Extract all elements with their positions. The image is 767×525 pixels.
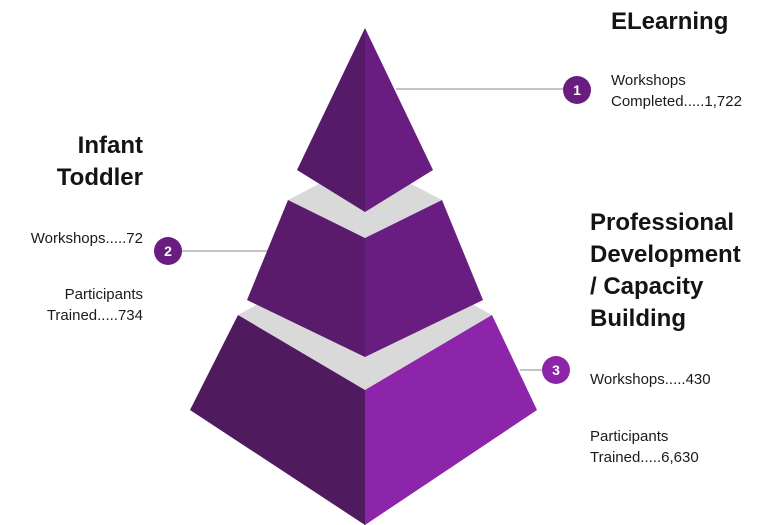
pyramid-tier-1 [297,28,433,212]
level-1-badge: 1 [563,76,591,104]
level-3-badge: 3 [542,356,570,384]
tier-1-right-face [365,28,433,212]
level-2-title: Infant Toddler [57,130,143,194]
stat-line: Participants [64,286,143,303]
stat-line: Participants [590,428,669,445]
level-3-title-line: Professional [590,209,735,236]
level-3-title-line: / Capacity [590,273,704,300]
level-1-title-line: ELearning [611,8,729,35]
stat-line: Completed.....1,722 [611,93,742,110]
level-3-stat-participants: Participants Trained.....6,630 [590,426,699,468]
stat-line: Workshops.....72 [30,230,143,247]
level-2-stat-workshops: Workshops.....72 [31,228,143,249]
stat-line: Workshops.....430 [590,371,711,388]
tier-2-left-face [247,200,365,357]
stat-line: Workshops [611,72,686,89]
level-3-title-line: Development [590,241,741,268]
level-1-stat-workshops: Workshops Completed.....1,722 [611,70,742,112]
tier-3-right-face [365,315,537,525]
tier-1-left-face [297,28,365,212]
level-3-title: Professional Development / Capacity Buil… [590,207,741,335]
level-3-stat-workshops: Workshops.....430 [590,369,711,390]
level-2-badge: 2 [154,237,182,265]
tier-3-left-face [190,315,365,525]
level-3-title-line: Building [590,305,686,332]
level-2-title-line: Infant [77,132,143,159]
stat-line: Trained.....6,630 [590,449,699,466]
level-1-title: ELearning [611,6,728,38]
stat-line: Trained.....734 [46,307,143,324]
level-2-title-line: Toddler [56,164,143,191]
level-2-stat-participants: Participants Trained.....734 [47,284,143,326]
tier-2-right-face [365,200,483,357]
